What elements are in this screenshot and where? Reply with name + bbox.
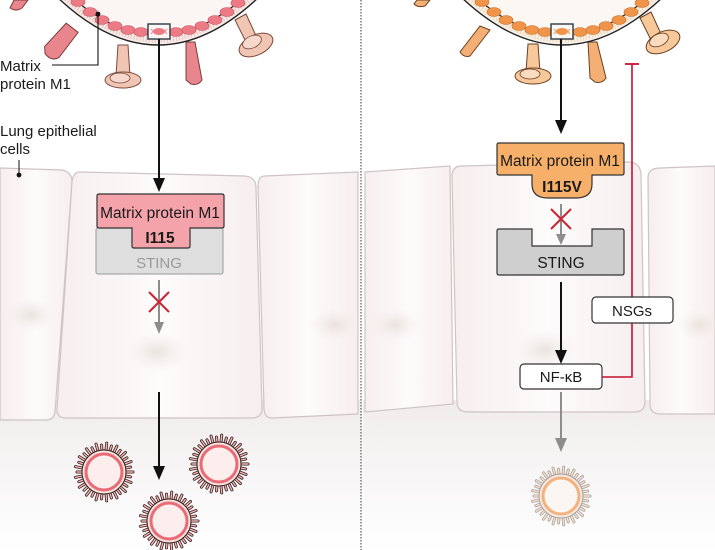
m1-title-right: Matrix protein M1 xyxy=(500,153,620,170)
influenza-virus-right xyxy=(413,0,681,85)
progeny-virion xyxy=(73,441,135,503)
matrix-protein-bead-highlight xyxy=(556,28,568,35)
blocked-binding-arrowhead xyxy=(556,234,566,245)
progeny-virion xyxy=(530,465,592,527)
epithelial-cell xyxy=(257,171,359,419)
cell-nucleus xyxy=(309,308,361,342)
epithelial-cell xyxy=(451,161,646,413)
sting-box-right: STING xyxy=(496,228,625,276)
label-lung-cells-line1: Lung epithelial xyxy=(0,123,97,140)
progeny-virions-left xyxy=(73,433,250,550)
epithelial-cell xyxy=(0,167,73,421)
label-matrix-protein-line2: protein M1 xyxy=(0,76,71,93)
sting-label-left: STING xyxy=(136,255,182,272)
m1-variant-left: I115 xyxy=(145,230,175,247)
left-panel: Matrix protein M1 Lung epithelial cells … xyxy=(0,0,362,550)
nsgs-box: NSGs xyxy=(591,296,674,324)
cells-leader-dot xyxy=(16,172,22,178)
block-x-icon xyxy=(550,208,572,230)
progeny-virion xyxy=(188,433,250,495)
reduced-release-arrowhead xyxy=(555,438,567,452)
right-panel: Matrix protein M1 I115V STING NF-κB xyxy=(363,0,715,550)
matrix-protein-bead-highlight xyxy=(153,28,165,35)
extracellular-space xyxy=(363,400,715,550)
release-arrowhead xyxy=(153,466,165,480)
sting-label-right: STING xyxy=(537,255,584,272)
nsgs-label: NSGs xyxy=(612,303,652,320)
matrix-m1-box-right: Matrix protein M1 I115V xyxy=(496,142,625,199)
sting-box-left: STING xyxy=(95,227,224,275)
epithelial-cell xyxy=(364,165,454,413)
cell-nucleus xyxy=(369,308,421,342)
virus-spikes xyxy=(9,0,274,89)
virus-spikes xyxy=(413,0,681,85)
cell-nucleus xyxy=(125,332,189,372)
entry-arrowhead xyxy=(555,120,567,134)
leader-line xyxy=(52,14,99,66)
cell-nucleus xyxy=(676,308,715,342)
block-x-icon xyxy=(148,291,170,313)
label-lung-cells-line2: cells xyxy=(0,141,30,158)
progeny-virions-right xyxy=(530,465,592,527)
m1-title-left: Matrix protein M1 xyxy=(100,205,220,222)
activation-arrowhead xyxy=(555,350,567,364)
m1-variant-right: I115V xyxy=(542,179,582,196)
matrix-protein-beads xyxy=(474,0,650,37)
influenza-virus-left xyxy=(9,0,274,89)
inhibition-feedback-line xyxy=(602,64,633,378)
entry-arrowhead xyxy=(153,178,165,192)
nfkb-label: NF-κB xyxy=(540,369,583,386)
epithelial-cell xyxy=(647,165,715,415)
nfkb-box: NF-κB xyxy=(519,363,603,390)
blocked-signal-arrowhead xyxy=(154,322,164,334)
progeny-virion xyxy=(138,490,200,550)
cell-nucleus xyxy=(4,298,56,332)
matrix-m1-box-left: Matrix protein M1 I115 xyxy=(96,193,225,249)
label-matrix-protein-line1: Matrix xyxy=(0,58,41,75)
epithelial-cell-layer xyxy=(364,161,715,415)
